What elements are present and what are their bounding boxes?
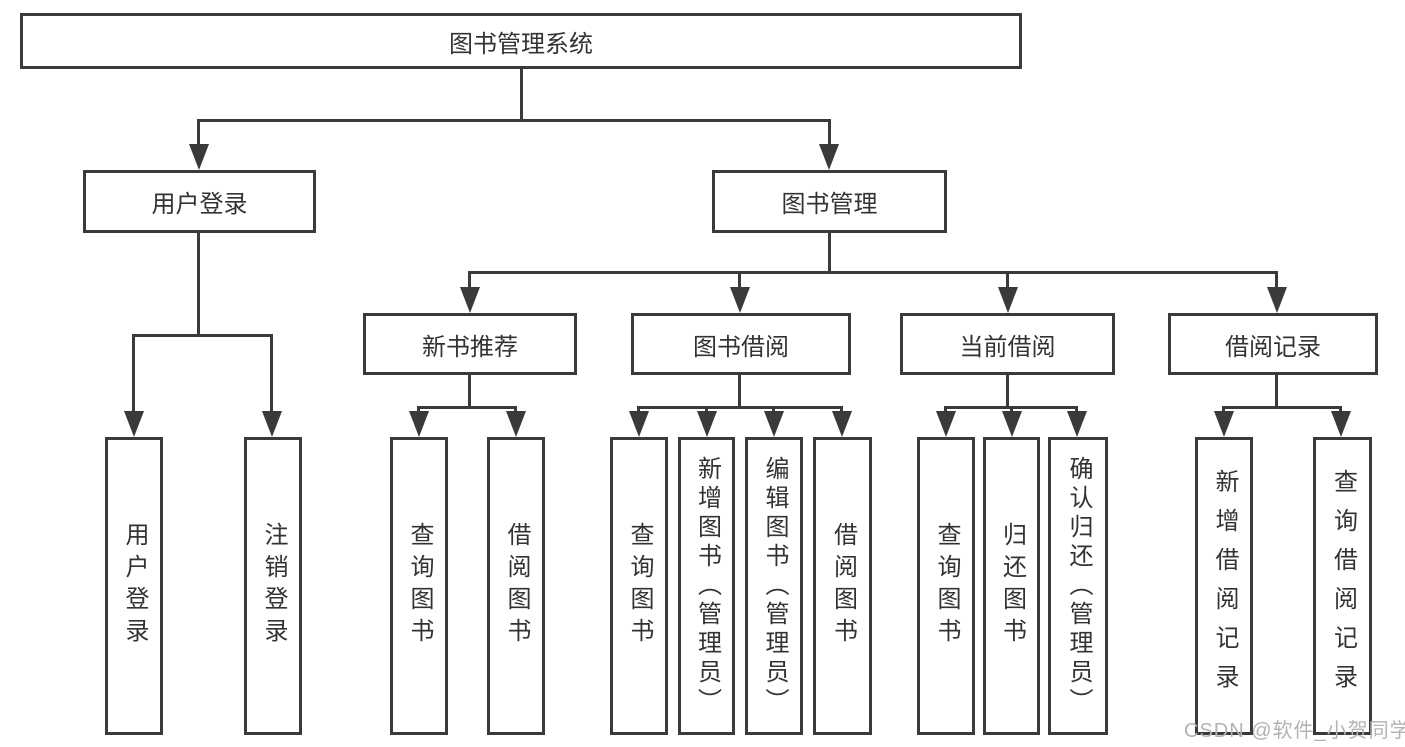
leaf-label: 注销登录 <box>260 522 287 650</box>
leaf-label: 查询借阅记录 <box>1329 469 1357 703</box>
arrow-down-icon <box>998 287 1018 313</box>
connector-records-hbar <box>1222 406 1342 409</box>
leaf-confirm-return-admin: 确认归还（管理员） <box>1048 437 1108 735</box>
node-new-book-recommend: 新书推荐 <box>363 313 577 375</box>
connector-mgmt-drop <box>1275 271 1278 295</box>
leaf-add-borrow-record: 新增借阅记录 <box>1195 437 1253 735</box>
arrow-down-icon <box>124 411 144 437</box>
leaf-query-books-current: 查询图书 <box>917 437 975 735</box>
leaf-label: 查询图书 <box>933 522 960 650</box>
connector-borrow-hbar <box>637 406 843 409</box>
leaf-label: 查询图书 <box>626 522 653 650</box>
arrow-down-icon <box>262 411 282 437</box>
arrow-down-icon <box>1214 411 1234 437</box>
node-library-system: 图书管理系统 <box>20 13 1022 69</box>
connector-mgmt-stem <box>828 233 831 273</box>
connector-root-drop-left <box>197 119 200 150</box>
connector-recommend-hbar <box>417 406 517 409</box>
connector-mgmt-drop <box>1006 271 1009 295</box>
arrow-down-icon <box>189 144 209 170</box>
arrow-down-icon <box>506 411 526 437</box>
node-label: 图书管理系统 <box>449 30 593 58</box>
arrow-down-icon <box>819 144 839 170</box>
connector-current-stem <box>1006 375 1009 408</box>
node-book-borrow: 图书借阅 <box>631 313 851 375</box>
leaf-borrow-books-recommend: 借阅图书 <box>487 437 545 735</box>
connector-user-drop <box>132 334 135 420</box>
csdn-watermark: CSDN @软件_小贺同学 <box>1184 720 1405 742</box>
node-label: 图书管理 <box>781 191 878 218</box>
leaf-label: 借阅图书 <box>503 522 530 650</box>
arrow-down-icon <box>629 411 649 437</box>
leaf-query-books-borrow: 查询图书 <box>610 437 668 735</box>
node-label: 新书推荐 <box>422 333 518 361</box>
arrow-down-icon <box>764 411 784 437</box>
arrow-down-icon <box>1267 287 1287 313</box>
connector-mgmt-hbar <box>468 271 1278 274</box>
connector-user-hbar <box>132 334 273 337</box>
node-label: 图书借阅 <box>693 333 789 361</box>
leaf-label: 借阅图书 <box>829 522 857 650</box>
leaf-borrow-books: 借阅图书 <box>813 437 872 735</box>
leaf-label: 确认归还（管理员） <box>1065 455 1092 717</box>
node-current-borrow: 当前借阅 <box>900 313 1115 375</box>
connector-borrow-stem <box>738 375 741 408</box>
arrow-down-icon <box>1067 411 1087 437</box>
connector-mgmt-drop <box>468 271 471 295</box>
node-label: 借阅记录 <box>1225 333 1321 361</box>
leaf-label: 查询图书 <box>406 522 433 650</box>
arrow-down-icon <box>730 287 750 313</box>
connector-user-stem <box>197 233 200 335</box>
connector-root-stem <box>520 69 523 119</box>
leaf-return-book: 归还图书 <box>983 437 1040 735</box>
leaf-label: 用户登录 <box>121 522 148 650</box>
leaf-query-borrow-record: 查询借阅记录 <box>1313 437 1372 735</box>
leaf-label: 归还图书 <box>998 522 1026 650</box>
connector-records-stem <box>1275 375 1278 408</box>
leaf-label: 新增图书（管理员） <box>693 455 721 717</box>
arrow-down-icon <box>1002 411 1022 437</box>
arrow-down-icon <box>1331 411 1351 437</box>
connector-root-drop-right <box>828 119 831 150</box>
arrow-down-icon <box>697 411 717 437</box>
arrow-down-icon <box>409 411 429 437</box>
connector-recommend-stem <box>468 375 471 408</box>
leaf-edit-book-admin: 编辑图书（管理员） <box>745 437 803 735</box>
leaf-user-login: 用户登录 <box>105 437 163 735</box>
connector-user-drop <box>270 334 273 420</box>
leaf-add-book-admin: 新增图书（管理员） <box>678 437 735 735</box>
leaf-query-books-recommend: 查询图书 <box>390 437 448 735</box>
node-user-login: 用户登录 <box>83 170 316 233</box>
connector-root-hbar <box>197 119 831 122</box>
leaf-label: 新增借阅记录 <box>1211 469 1238 703</box>
leaf-label: 编辑图书（管理员） <box>761 455 788 717</box>
node-book-management: 图书管理 <box>712 170 947 233</box>
node-label: 当前借阅 <box>959 333 1056 361</box>
leaf-logout: 注销登录 <box>244 437 302 735</box>
arrow-down-icon <box>936 411 956 437</box>
node-label: 用户登录 <box>151 191 248 218</box>
node-borrow-records: 借阅记录 <box>1168 313 1378 375</box>
connector-mgmt-drop <box>738 271 741 295</box>
arrow-down-icon <box>832 411 852 437</box>
arrow-down-icon <box>460 287 480 313</box>
